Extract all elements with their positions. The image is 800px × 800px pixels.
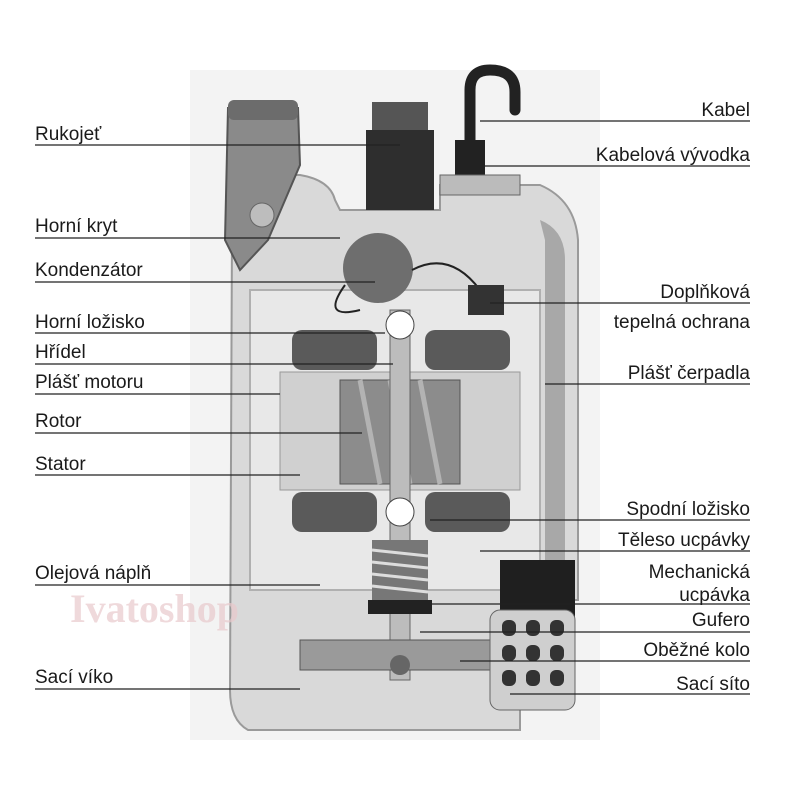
label-doplnkova: Doplňková [660,282,750,303]
label-plast-motoru: Plášť motoru [35,372,144,393]
label-horni-lozisko: Horní ložisko [35,312,145,333]
label-kondenzator: Kondenzátor [35,260,143,281]
label-stator: Stator [35,454,86,475]
label-plast-cerpadla: Plášť čerpadla [628,363,751,384]
label-teleso-ucpavky: Těleso ucpávky [618,530,751,551]
label-kabelova-vyvodka: Kabelová vývodka [596,145,751,166]
top-connector [366,102,434,210]
label-obezne-kolo: Oběžné kolo [643,640,750,661]
label-spodni-lozisko: Spodní ložisko [626,499,750,520]
label-saci-viko: Sací víko [35,667,113,688]
cable [439,64,521,196]
handle [223,100,302,272]
mechanical-seal [368,540,432,614]
labels-left: Rukojeť Horní kryt Kondenzátor Horní lož… [35,124,400,690]
label-ucpavka: ucpávka [679,585,750,606]
watermark: Ivatoshop [70,586,239,631]
capacitor [343,233,413,303]
label-olejova-napln: Olejová náplň [35,563,151,584]
label-rotor: Rotor [35,411,82,432]
label-gufero: Gufero [692,610,750,631]
upper-bearing [385,310,415,340]
label-horni-kryt: Horní kryt [35,216,118,237]
shaft [389,309,411,681]
label-kabel: Kabel [701,100,750,121]
label-rukojet: Rukojeť [35,124,102,145]
label-mechanicka: Mechanická [649,562,751,583]
label-saci-sito: Sací síto [676,674,750,695]
thermal-protection [468,285,504,315]
suction-strainer [489,560,576,711]
lower-bearing [385,497,415,527]
label-hridel: Hřídel [35,342,86,363]
labels-right: Kabel Kabelová vývodka Doplňková tepelná… [400,100,750,695]
label-tepelna-ochrana: tepelná ochrana [614,312,751,333]
